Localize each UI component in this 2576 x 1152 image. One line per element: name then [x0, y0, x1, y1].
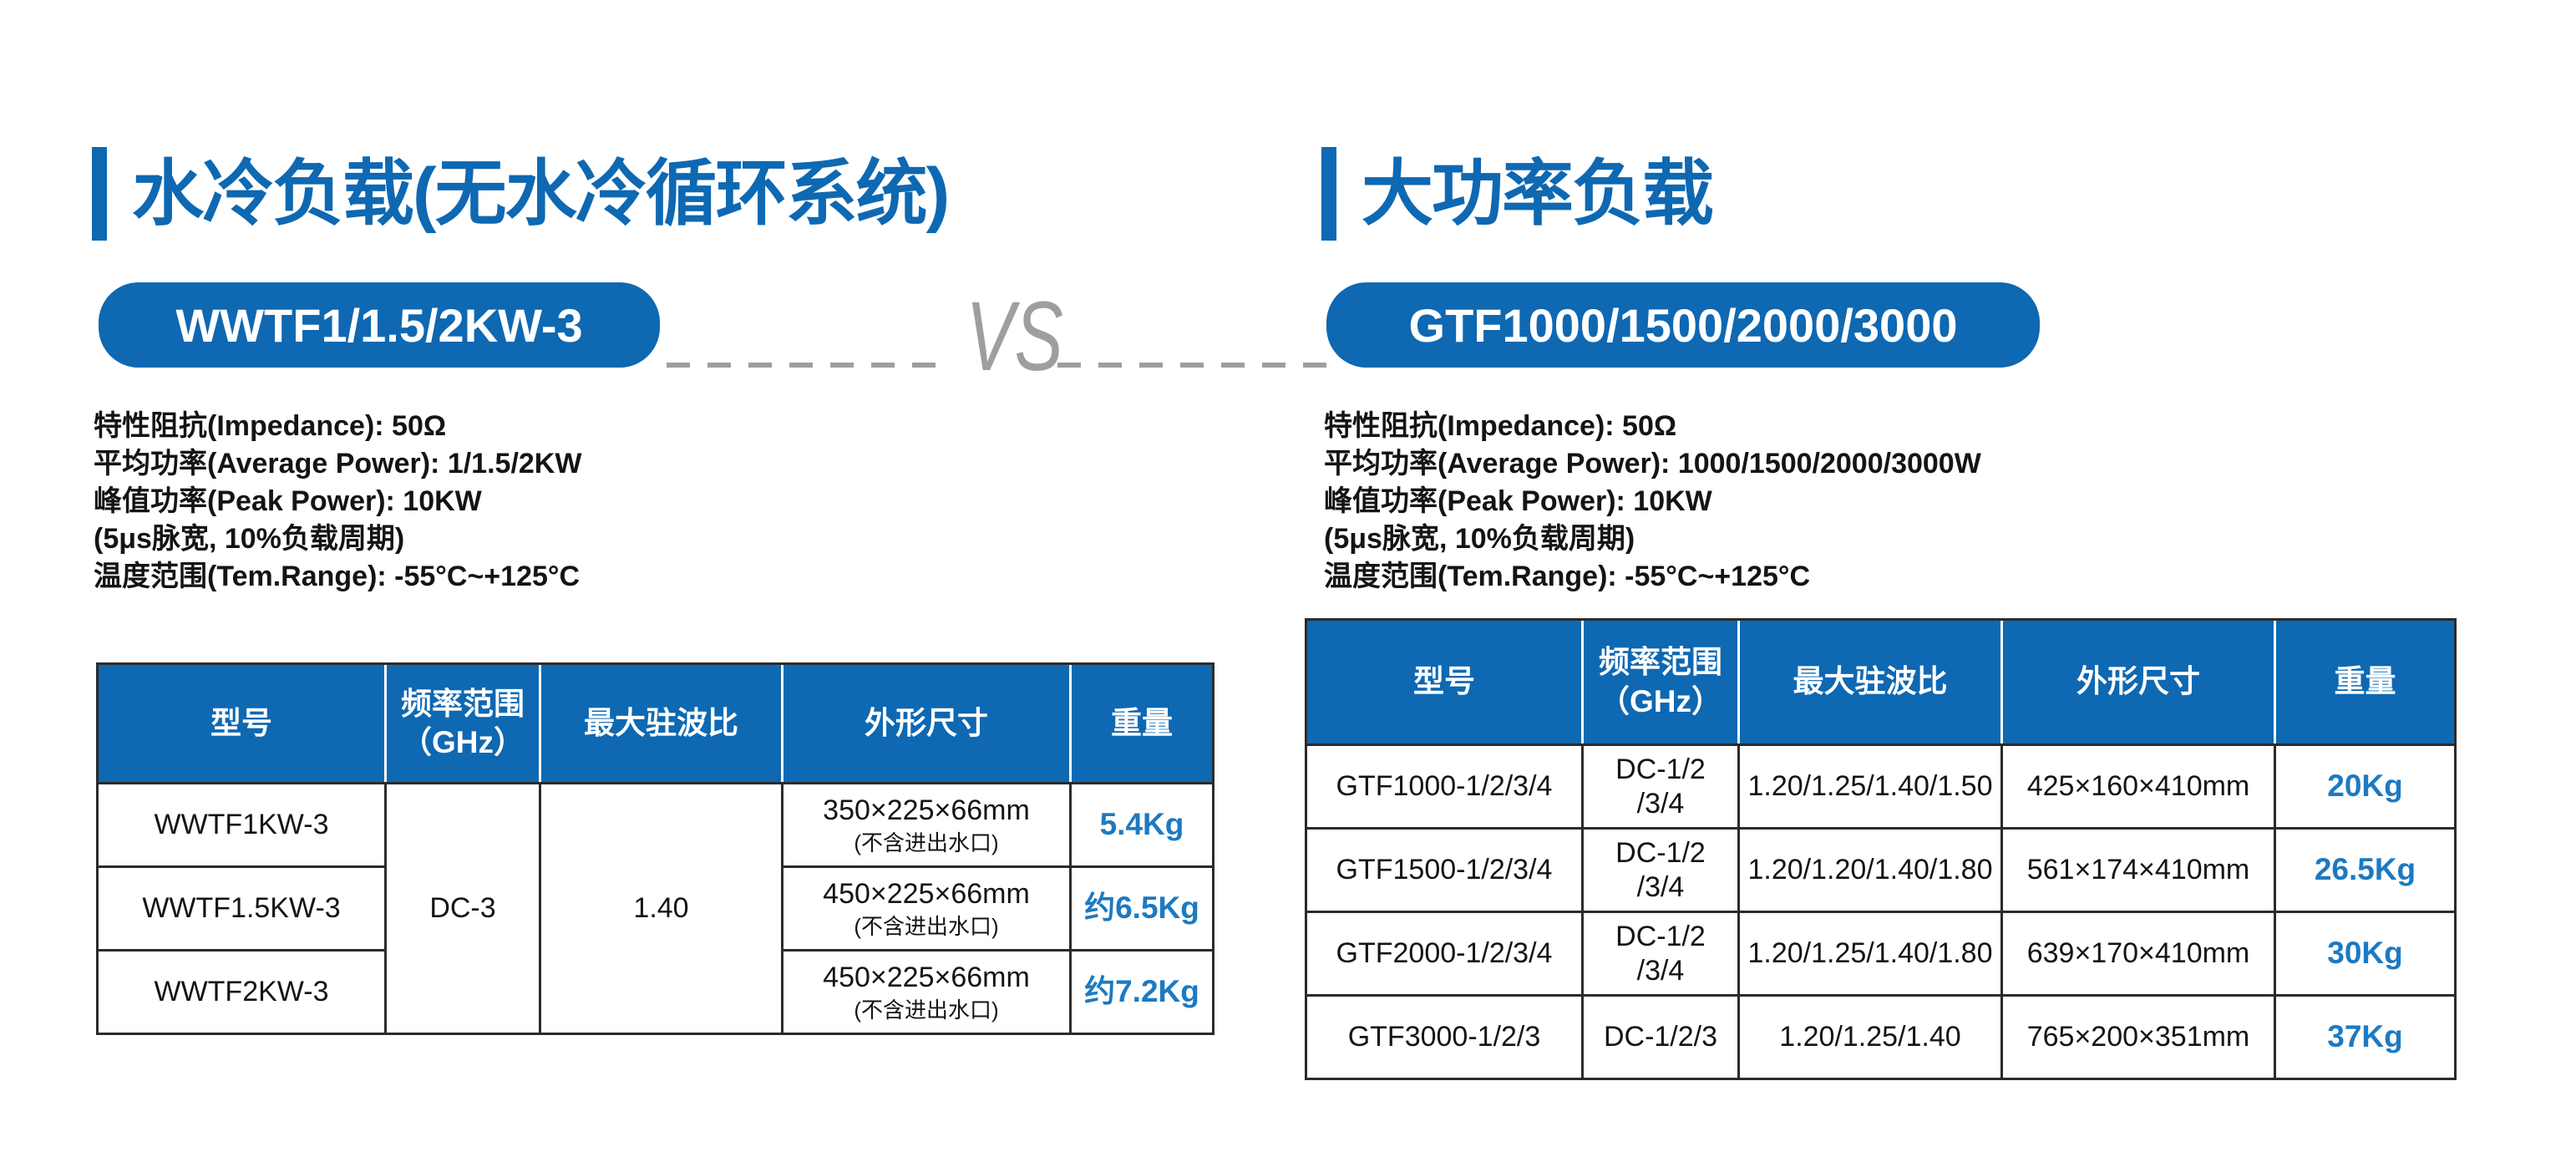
- column-header-vswr: 最大驻波比: [541, 665, 783, 782]
- vswr-merged-cell: 1.40: [541, 782, 783, 1033]
- frequency-header-line2: （GHz）: [401, 725, 525, 759]
- right-section-title: 大功率负载: [1321, 147, 1714, 241]
- spec-line-impedance: 特性阻抗(Impedance): 50Ω: [1324, 410, 1677, 442]
- weight-cell: 37Kg: [2276, 994, 2454, 1078]
- spec-line-pulse: (5μs脉宽, 10%负载周期): [1324, 523, 1635, 555]
- vswr-cell: 1.20/1.25/1.40/1.50: [1740, 743, 2003, 827]
- spec-line-peak-power: 峰值功率(Peak Power): 10KW: [94, 485, 482, 517]
- right-spec-table: 型号 频率范围 （GHz） 最大驻波比 外形尺寸 重量 GTF1000-1/2/…: [1305, 618, 2457, 1080]
- model-cell: WWTF1.5KW-3: [99, 865, 387, 949]
- weight-cell: 5.4Kg: [1072, 782, 1212, 865]
- weight-cell: 26.5Kg: [2276, 827, 2454, 911]
- vswr-cell: 1.20/1.25/1.40/1.80: [1740, 911, 2003, 994]
- left-section-title: 水冷负载(无水冷循环系统): [92, 147, 950, 241]
- size-cell: 639×170×410mm: [2003, 911, 2276, 994]
- dashed-connector-right: [1057, 363, 1326, 368]
- weight-cell: 约6.5Kg: [1072, 865, 1212, 949]
- model-cell: WWTF2KW-3: [99, 949, 387, 1033]
- vswr-cell: 1.20/1.25/1.40: [1740, 994, 2003, 1078]
- left-model-badge: WWTF1/1.5/2KW-3: [99, 282, 660, 368]
- vswr-cell: 1.20/1.20/1.40/1.80: [1740, 827, 2003, 911]
- model-cell: GTF1500-1/2/3/4: [1307, 827, 1584, 911]
- size-cell: 561×174×410mm: [2003, 827, 2276, 911]
- column-header-frequency: 频率范围 （GHz）: [387, 665, 541, 782]
- size-cell: 425×160×410mm: [2003, 743, 2276, 827]
- column-header-model: 型号: [1307, 621, 1584, 743]
- frequency-merged-cell: DC-3: [387, 782, 541, 1033]
- size-value: 450×225×66mm: [823, 961, 1030, 993]
- size-value: 350×225×66mm: [823, 794, 1030, 826]
- spec-line-average-power: 平均功率(Average Power): 1000/1500/2000/3000…: [1324, 448, 1981, 480]
- frequency-header-line1: 频率范围: [1599, 645, 1722, 680]
- vs-label: VS: [966, 282, 1063, 392]
- size-note: (不含进出水口): [854, 830, 999, 856]
- spec-line-peak-power: 峰值功率(Peak Power): 10KW: [1324, 485, 1712, 517]
- left-spec-block: 特性阻抗(Impedance): 50Ω 平均功率(Average Power)…: [94, 408, 581, 596]
- column-header-frequency: 频率范围 （GHz）: [1584, 621, 1740, 743]
- right-section-title-text: 大功率负载: [1362, 154, 1714, 234]
- column-header-weight: 重量: [1072, 665, 1212, 782]
- column-header-weight: 重量: [2276, 621, 2454, 743]
- weight-cell: 约7.2Kg: [1072, 949, 1212, 1033]
- model-cell: GTF1000-1/2/3/4: [1307, 743, 1584, 827]
- right-model-badge: GTF1000/1500/2000/3000: [1326, 282, 2040, 368]
- column-header-size: 外形尺寸: [2003, 621, 2276, 743]
- weight-cell: 20Kg: [2276, 743, 2454, 827]
- size-cell: 450×225×66mm (不含进出水口): [783, 865, 1072, 949]
- size-note: (不含进出水口): [854, 914, 999, 940]
- size-cell: 450×225×66mm (不含进出水口): [783, 949, 1072, 1033]
- title-accent-bar: [1321, 147, 1336, 241]
- model-cell: GTF2000-1/2/3/4: [1307, 911, 1584, 994]
- frequency-cell: DC-1/2 /3/4: [1584, 827, 1740, 911]
- size-cell: 350×225×66mm (不含进出水口): [783, 782, 1072, 865]
- left-spec-table: 型号 频率范围 （GHz） 最大驻波比 外形尺寸 重量 WWTF1KW-3 WW…: [96, 662, 1214, 1035]
- frequency-header-line2: （GHz）: [1599, 683, 1722, 718]
- frequency-cell: DC-1/2 /3/4: [1584, 743, 1740, 827]
- model-cell: GTF3000-1/2/3: [1307, 994, 1584, 1078]
- spec-line-temp-range: 温度范围(Tem.Range): -55°C~+125°C: [94, 561, 581, 592]
- right-spec-block: 特性阻抗(Impedance): 50Ω 平均功率(Average Power)…: [1324, 408, 1981, 596]
- frequency-cell: DC-1/2/3: [1584, 994, 1740, 1078]
- column-header-model: 型号: [99, 665, 387, 782]
- dashed-connector-left: [667, 363, 947, 368]
- frequency-header-line1: 频率范围: [401, 686, 525, 721]
- weight-cell: 30Kg: [2276, 911, 2454, 994]
- spec-line-impedance: 特性阻抗(Impedance): 50Ω: [94, 410, 447, 442]
- size-note: (不含进出水口): [854, 997, 999, 1023]
- size-cell: 765×200×351mm: [2003, 994, 2276, 1078]
- frequency-cell: DC-1/2 /3/4: [1584, 911, 1740, 994]
- size-value: 450×225×66mm: [823, 877, 1030, 910]
- spec-line-temp-range: 温度范围(Tem.Range): -55°C~+125°C: [1324, 561, 1811, 592]
- column-header-size: 外形尺寸: [783, 665, 1072, 782]
- title-accent-bar: [92, 147, 107, 241]
- spec-line-average-power: 平均功率(Average Power): 1/1.5/2KW: [94, 448, 582, 480]
- model-cell: WWTF1KW-3: [99, 782, 387, 865]
- column-header-vswr: 最大驻波比: [1740, 621, 2003, 743]
- spec-line-pulse: (5μs脉宽, 10%负载周期): [94, 523, 405, 555]
- left-section-title-text: 水冷负载(无水冷循环系统): [132, 154, 950, 234]
